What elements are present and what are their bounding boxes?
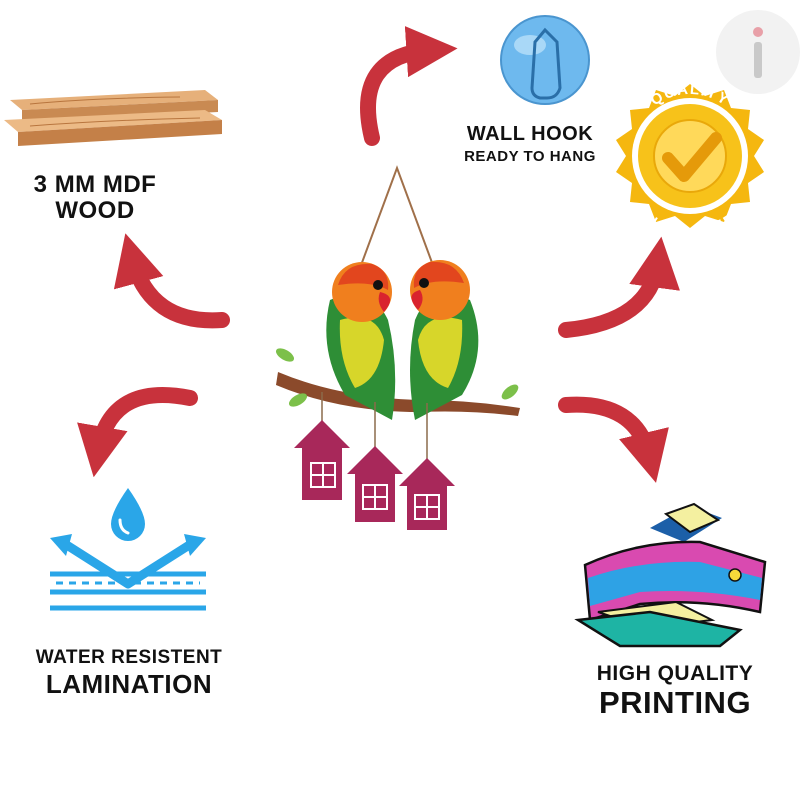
water-label-line1: WATER RESISTENT [35, 647, 223, 668]
wood-label-line1: 3 MM MDF [33, 171, 157, 198]
brand-logo-icon [716, 10, 800, 94]
arrow-to-badge [558, 236, 680, 338]
quality-guaranteed-icon: QUALITY GUARANTEED [616, 81, 764, 240]
printing-label-line2: PRINTING [598, 685, 752, 720]
water-resistant-icon [50, 488, 206, 611]
house-hanging-2 [347, 446, 403, 522]
arrow-to-hook [360, 26, 458, 146]
arrow-to-wood [113, 233, 230, 329]
lovebird-wall-hanging-icon [275, 165, 520, 530]
printing-label-line1: HIGH QUALITY [596, 662, 754, 685]
house-hanging-3 [399, 458, 455, 530]
wood-label-line2: WOOD [55, 197, 135, 225]
hook-label-line2: READY TO HANG [464, 148, 596, 165]
printer-icon [574, 502, 767, 648]
wood-label: 3 MM MDF WOOD [0, 171, 190, 225]
hook-label-line1: WALL HOOK [466, 123, 594, 145]
wall-hook-icon [500, 15, 590, 105]
arrows [77, 26, 680, 483]
arrow-to-printer [558, 396, 669, 483]
water-label-line2: LAMINATION [45, 669, 213, 699]
wood-planks-icon [4, 90, 222, 146]
arrow-to-water [77, 387, 198, 478]
house-hanging-1 [294, 420, 350, 500]
